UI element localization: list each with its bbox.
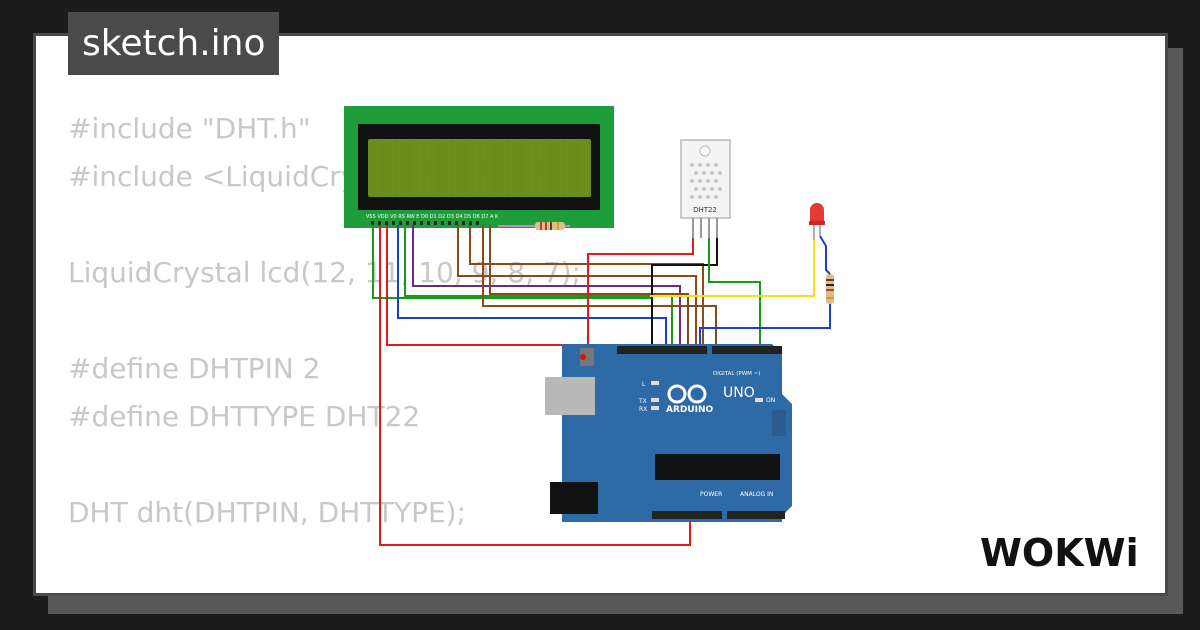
arduino-uno-board[interactable]: UNO ARDUINO DIGITAL (PWM ~) POWER ANALOG…: [545, 344, 792, 522]
on-label: ON: [766, 397, 775, 404]
code-line: DHT dht(DHTPIN, DHTTYPE);: [68, 496, 467, 529]
rx-label: RX: [639, 406, 647, 413]
code-line: #define DHTPIN 2: [68, 352, 321, 385]
l-label: L: [642, 381, 646, 388]
lcd-resistor[interactable]: [498, 222, 570, 230]
arduino-infinity-logo: [667, 384, 707, 404]
lcd-module[interactable]: VSS VDD V0 RS RW E D0 D1 D2 D3 D4 D5 D6 …: [344, 106, 614, 228]
atmega-chip: [655, 454, 780, 480]
code-line: #include "DHT.h": [68, 112, 311, 145]
tx-label: TX: [638, 398, 647, 405]
led-resistor[interactable]: [826, 274, 834, 304]
board-model: UNO: [723, 385, 755, 401]
sketch-filename: sketch.ino: [68, 12, 280, 75]
dht22-sensor[interactable]: DHT22: [680, 139, 731, 238]
usb-port: [545, 377, 595, 415]
board-brand: ARDUINO: [666, 405, 714, 415]
code-line: LiquidCrystal lcd(12, 11, 10, 9, 8, 7);: [68, 256, 582, 289]
dht22-label: DHT22: [693, 206, 717, 214]
red-led[interactable]: [809, 203, 825, 240]
lcd-pin-labels: VSS VDD V0 RS RW E D0 D1 D2 D3 D4 D5 D6 …: [366, 214, 499, 220]
code-line: #define DHTTYPE DHT22: [68, 400, 421, 433]
power-label: POWER: [700, 491, 722, 498]
wokwi-logo-text: WOKWi: [980, 531, 1139, 575]
code-preview: #include "DHT.h" #include <LiquidCrystal…: [68, 105, 581, 537]
analog-label: ANALOG IN: [740, 491, 773, 498]
digital-label: DIGITAL (PWM ~): [713, 371, 760, 377]
wokwi-logo: WOKWi: [980, 531, 1139, 575]
power-jack: [550, 482, 598, 514]
